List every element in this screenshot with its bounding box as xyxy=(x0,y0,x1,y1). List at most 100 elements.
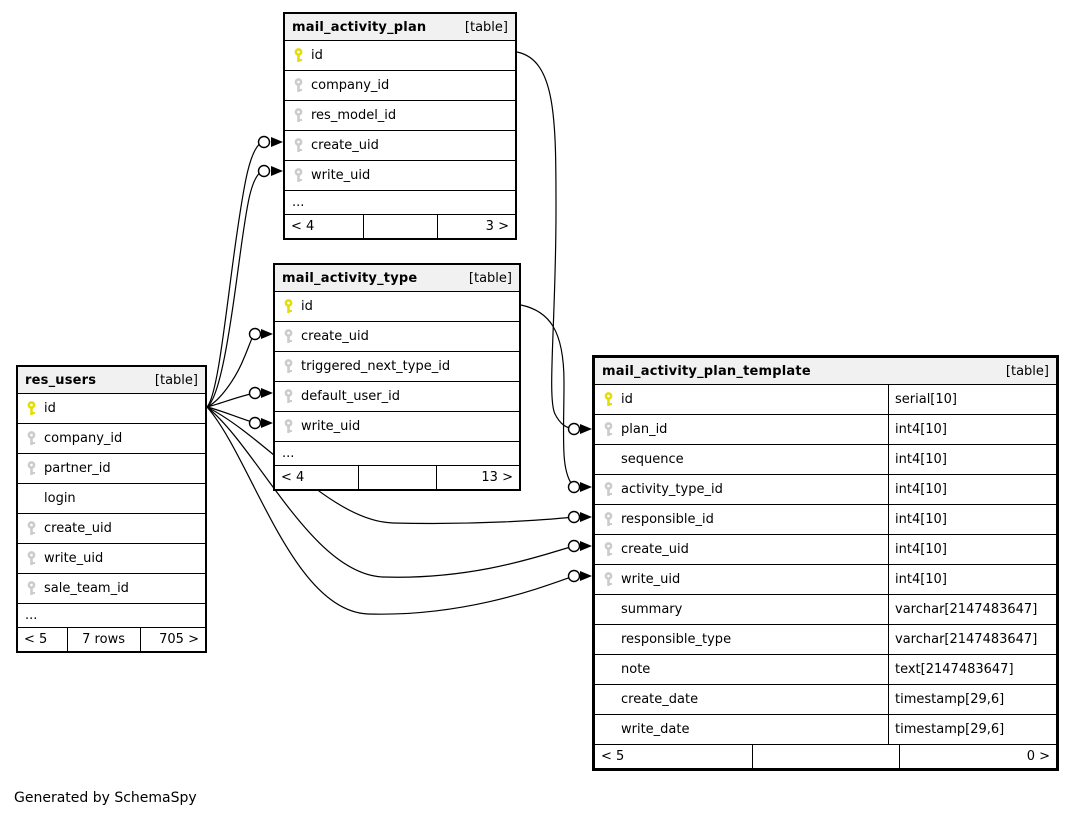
table-row[interactable]: res_model_id xyxy=(285,101,515,131)
table-row[interactable]: id xyxy=(275,292,519,322)
column-name: id xyxy=(44,401,56,416)
footer-children[interactable]: 0 > xyxy=(899,745,1056,768)
table-row[interactable]: sale_team_id xyxy=(18,574,205,604)
table-row[interactable]: summary varchar[2147483647] xyxy=(595,595,1056,625)
table-tag: [table] xyxy=(468,270,512,286)
footer-parents[interactable]: < 4 xyxy=(281,470,305,485)
table-row[interactable]: default_user_id xyxy=(275,382,519,412)
table-row[interactable]: triggered_next_type_id xyxy=(275,352,519,382)
foreign-key-icon xyxy=(595,482,621,497)
table-row[interactable]: plan_id int4[10] xyxy=(595,415,1056,445)
column-type: int4[10] xyxy=(888,475,1056,504)
table-row[interactable]: company_id xyxy=(285,71,515,101)
table-row[interactable]: login xyxy=(18,484,205,514)
table-title[interactable]: mail_activity_plan xyxy=(292,19,427,35)
edge-circle-icon xyxy=(248,386,262,400)
table-tag: [table] xyxy=(1005,363,1049,379)
arrowhead-icon xyxy=(271,166,283,176)
footer-parents[interactable]: < 4 xyxy=(291,219,315,234)
edge-circle-icon xyxy=(257,135,271,149)
table-row[interactable]: create_uid xyxy=(275,322,519,352)
column-name: create_uid xyxy=(621,542,689,557)
table-row[interactable]: id xyxy=(18,394,205,424)
table-row[interactable]: note text[2147483647] xyxy=(595,655,1056,685)
edge-circle-icon xyxy=(567,539,581,553)
edge-circle-icon xyxy=(567,569,581,583)
table-tag: [table] xyxy=(154,372,198,388)
arrowhead-icon xyxy=(580,424,592,434)
footer-children[interactable]: 13 > xyxy=(436,466,519,489)
arrowhead-icon xyxy=(580,512,592,522)
edge-arrowheads xyxy=(261,137,592,581)
generated-by-label: Generated by SchemaSpy xyxy=(14,790,197,806)
table-row[interactable]: create_uid xyxy=(285,131,515,161)
table-header: mail_activity_plan_template [table] xyxy=(595,358,1056,385)
table-row[interactable]: company_id xyxy=(18,424,205,454)
table-row[interactable]: responsible_type varchar[2147483647] xyxy=(595,625,1056,655)
foreign-key-icon xyxy=(285,168,311,183)
foreign-key-icon xyxy=(18,521,44,536)
table-row[interactable]: sequence int4[10] xyxy=(595,445,1056,475)
column-type: int4[10] xyxy=(888,415,1056,444)
arrowhead-icon xyxy=(580,571,592,581)
table-row[interactable]: create_uid xyxy=(18,514,205,544)
column-type: serial[10] xyxy=(888,385,1056,414)
column-name: create_uid xyxy=(311,138,379,153)
table-row[interactable]: create_date timestamp[29,6] xyxy=(595,685,1056,715)
arrowhead-icon xyxy=(580,482,592,492)
ellipsis-label: ... xyxy=(292,195,305,210)
column-name: write_uid xyxy=(311,168,371,183)
primary-key-icon xyxy=(18,401,44,416)
edge-circle-icon xyxy=(567,422,581,436)
column-name: write_uid xyxy=(44,551,104,566)
column-name: create_uid xyxy=(301,329,369,344)
table-res-users[interactable]: res_users [table] id company_id partner_… xyxy=(16,365,207,653)
table-mail-activity-type[interactable]: mail_activity_type [table] id create_uid… xyxy=(273,263,521,491)
footer-parents[interactable]: < 5 xyxy=(601,749,625,764)
table-row[interactable]: id xyxy=(285,41,515,71)
table-footer: < 4 3 > xyxy=(285,215,515,238)
table-row[interactable]: activity_type_id int4[10] xyxy=(595,475,1056,505)
table-mail-activity-plan[interactable]: mail_activity_plan [table] id company_id… xyxy=(283,12,517,240)
primary-key-icon xyxy=(285,48,311,63)
edge-res_users-to-mail_activity_type-write_uid xyxy=(206,406,256,424)
column-type: text[2147483647] xyxy=(888,655,1056,684)
foreign-key-icon xyxy=(18,551,44,566)
more-columns-row: ... xyxy=(275,442,519,466)
arrowhead-icon xyxy=(261,329,273,339)
table-mail-activity-plan-template[interactable]: mail_activity_plan_template [table] id s… xyxy=(592,355,1059,771)
column-name: write_uid xyxy=(301,419,361,434)
column-name: sequence xyxy=(621,452,684,467)
footer-children[interactable]: 705 > xyxy=(139,628,205,651)
foreign-key-icon xyxy=(595,572,621,587)
more-columns-row: ... xyxy=(285,191,515,215)
table-title[interactable]: res_users xyxy=(25,372,97,388)
foreign-key-icon xyxy=(285,138,311,153)
table-row[interactable]: create_uid int4[10] xyxy=(595,535,1056,565)
column-name: responsible_id xyxy=(621,512,714,527)
edge-circle-icon xyxy=(567,510,581,524)
column-name: summary xyxy=(621,602,683,617)
table-row[interactable]: write_uid int4[10] xyxy=(595,565,1056,595)
footer-parents[interactable]: < 5 xyxy=(24,632,48,647)
table-row[interactable]: id serial[10] xyxy=(595,385,1056,415)
arrowhead-icon xyxy=(580,541,592,551)
table-row[interactable]: write_uid xyxy=(18,544,205,574)
table-title[interactable]: mail_activity_type xyxy=(282,270,418,286)
foreign-key-icon xyxy=(595,542,621,557)
table-row[interactable]: write_date timestamp[29,6] xyxy=(595,715,1056,745)
column-name: note xyxy=(621,662,651,677)
table-title[interactable]: mail_activity_plan_template xyxy=(602,363,811,379)
column-name: partner_id xyxy=(44,461,111,476)
footer-rows xyxy=(751,745,900,768)
edge-mail_activity_plan-to-mail_activity_plan_template-plan_id xyxy=(516,51,575,430)
table-row[interactable]: partner_id xyxy=(18,454,205,484)
footer-children[interactable]: 3 > xyxy=(436,215,515,238)
column-type: timestamp[29,6] xyxy=(888,715,1056,744)
column-name: company_id xyxy=(44,431,123,446)
table-row[interactable]: responsible_id int4[10] xyxy=(595,505,1056,535)
edge-res_users-to-mail_activity_plan_template-responsible_id xyxy=(206,406,575,525)
table-row[interactable]: write_uid xyxy=(275,412,519,442)
table-row[interactable]: write_uid xyxy=(285,161,515,191)
